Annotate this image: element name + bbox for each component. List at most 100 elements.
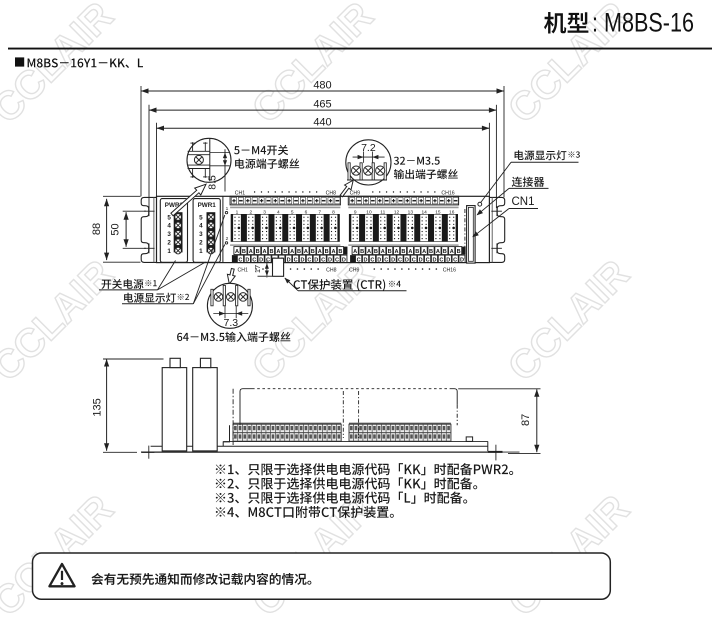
svg-text:B: B xyxy=(415,249,419,255)
svg-text:480: 480 xyxy=(313,79,331,91)
svg-text:50: 50 xyxy=(109,223,121,235)
svg-text:A: A xyxy=(436,249,440,255)
svg-text:2: 2 xyxy=(249,209,252,215)
svg-text:4: 4 xyxy=(167,223,171,230)
svg-text:A: A xyxy=(395,249,399,255)
svg-text:A: A xyxy=(450,249,454,255)
svg-text:B: B xyxy=(338,249,342,255)
svg-text:A: A xyxy=(263,249,267,255)
svg-text:PWR2: PWR2 xyxy=(165,202,184,209)
svg-text:17: 17 xyxy=(253,265,262,273)
svg-text:12: 12 xyxy=(394,209,400,215)
svg-text:C: C xyxy=(384,258,388,264)
svg-text:A: A xyxy=(367,249,371,255)
svg-text:CH8: CH8 xyxy=(326,267,336,273)
svg-text:A: A xyxy=(304,249,308,255)
svg-text:5: 5 xyxy=(199,214,203,221)
svg-text:C: C xyxy=(266,258,270,264)
svg-text:C: C xyxy=(426,258,430,264)
svg-text:D: D xyxy=(287,258,291,264)
svg-text:D: D xyxy=(342,258,346,264)
svg-text:C: C xyxy=(412,258,416,264)
svg-text:2: 2 xyxy=(199,240,203,247)
svg-text:1: 1 xyxy=(199,248,203,255)
svg-text:1: 1 xyxy=(236,209,239,215)
svg-text:11: 11 xyxy=(380,209,385,215)
svg-text:15: 15 xyxy=(435,209,441,215)
svg-text:B: B xyxy=(311,249,315,255)
svg-text:B: B xyxy=(374,249,378,255)
svg-text:465: 465 xyxy=(313,98,331,110)
svg-text:A: A xyxy=(276,249,280,255)
svg-text:CH8: CH8 xyxy=(326,190,336,196)
svg-text:8.5: 8.5 xyxy=(207,175,219,190)
svg-text:D: D xyxy=(377,258,381,264)
svg-text:16: 16 xyxy=(449,209,455,215)
svg-text:CH1: CH1 xyxy=(238,267,248,273)
svg-text:D: D xyxy=(405,258,409,264)
svg-text:D: D xyxy=(259,258,263,264)
svg-text:88: 88 xyxy=(91,223,103,235)
svg-text:6: 6 xyxy=(305,209,308,215)
svg-text:B: B xyxy=(269,249,273,255)
svg-text:C: C xyxy=(357,258,361,264)
svg-text:B: B xyxy=(242,249,246,255)
svg-text:7.3: 7.3 xyxy=(223,317,238,329)
svg-text:C: C xyxy=(307,258,311,264)
svg-text:D: D xyxy=(245,258,249,264)
svg-text:C: C xyxy=(238,258,242,264)
svg-text:3: 3 xyxy=(199,231,203,238)
svg-text:CH9: CH9 xyxy=(349,267,359,273)
svg-text:A: A xyxy=(408,249,412,255)
svg-text:13: 13 xyxy=(408,209,414,215)
svg-text:C: C xyxy=(321,258,325,264)
svg-text:D: D xyxy=(419,258,423,264)
svg-text:A: A xyxy=(235,249,239,255)
svg-text:C: C xyxy=(252,258,256,264)
svg-text:7.2: 7.2 xyxy=(361,142,376,154)
svg-text:5: 5 xyxy=(167,214,171,221)
svg-text:3: 3 xyxy=(263,209,266,215)
svg-text:C: C xyxy=(439,258,443,264)
svg-text:B: B xyxy=(297,249,301,255)
svg-text:CH16: CH16 xyxy=(443,267,456,273)
svg-text:B: B xyxy=(401,249,405,255)
svg-text:1: 1 xyxy=(167,248,171,255)
svg-text:14: 14 xyxy=(421,209,427,215)
svg-text:A: A xyxy=(249,249,253,255)
svg-text:B: B xyxy=(388,249,392,255)
svg-text:D: D xyxy=(328,258,332,264)
svg-text:D: D xyxy=(300,258,304,264)
svg-text:B: B xyxy=(443,249,447,255)
svg-text:440: 440 xyxy=(313,117,331,129)
svg-text:87: 87 xyxy=(520,414,532,426)
svg-text:A: A xyxy=(318,249,322,255)
svg-text:A: A xyxy=(290,249,294,255)
svg-text:D: D xyxy=(460,258,464,264)
svg-text:7: 7 xyxy=(318,209,321,215)
svg-text:CH1: CH1 xyxy=(235,190,245,196)
svg-text:2: 2 xyxy=(167,240,171,247)
svg-text:A: A xyxy=(353,249,357,255)
svg-text:C: C xyxy=(370,258,374,264)
svg-text:D: D xyxy=(314,258,318,264)
svg-text:PWR1: PWR1 xyxy=(198,202,217,209)
svg-text:C: C xyxy=(453,258,457,264)
svg-text:A: A xyxy=(422,249,426,255)
svg-text:8: 8 xyxy=(332,209,335,215)
svg-text:10: 10 xyxy=(366,209,372,215)
svg-text:D: D xyxy=(432,258,436,264)
svg-text:9: 9 xyxy=(354,209,357,215)
svg-text:D: D xyxy=(364,258,368,264)
svg-text:C: C xyxy=(398,258,402,264)
svg-text:C: C xyxy=(294,258,298,264)
svg-text:B: B xyxy=(256,249,260,255)
svg-text:A: A xyxy=(381,249,385,255)
svg-text:: M8BS-16: : M8BS-16 xyxy=(592,8,694,38)
svg-text:D: D xyxy=(391,258,395,264)
svg-text:D: D xyxy=(446,258,450,264)
svg-text:B: B xyxy=(429,249,433,255)
svg-text:2: 2 xyxy=(226,236,229,242)
svg-text:CN1: CN1 xyxy=(512,196,535,208)
svg-text:CH16: CH16 xyxy=(441,190,454,196)
